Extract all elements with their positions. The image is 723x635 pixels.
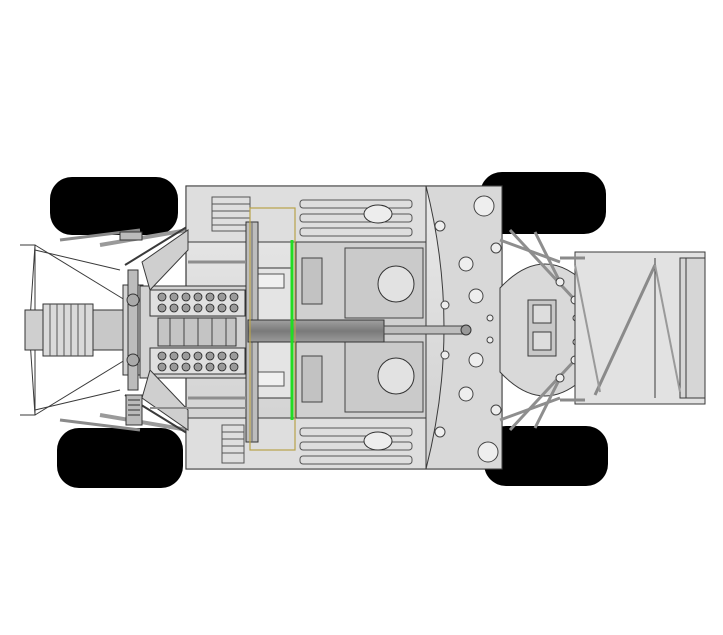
front-nose-frame (560, 251, 706, 405)
rear-chassis-tubes (141, 229, 246, 431)
transaxle-icon (24, 269, 144, 391)
tire-icon[interactable] (57, 428, 183, 488)
tire-icon[interactable] (480, 172, 606, 234)
rear-dampers (119, 231, 143, 426)
selection-box[interactable] (249, 207, 296, 451)
driveshaft (247, 319, 472, 343)
tire-icon[interactable] (50, 177, 178, 235)
front-suspension (499, 228, 591, 432)
tires (50, 172, 608, 488)
engine-block-icon (139, 267, 293, 399)
tire-icon[interactable] (484, 426, 608, 486)
